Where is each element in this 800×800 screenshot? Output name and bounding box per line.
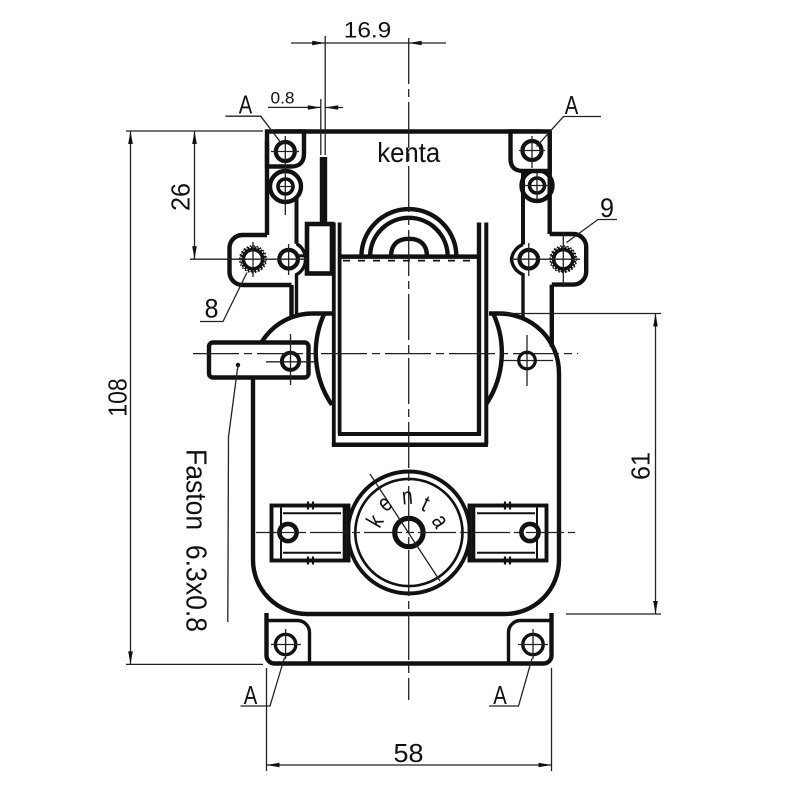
svg-text:9: 9 xyxy=(600,193,614,223)
svg-text:A: A xyxy=(493,680,507,710)
svg-text:16.9: 16.9 xyxy=(344,18,392,43)
svg-text:58: 58 xyxy=(394,738,424,768)
svg-text:Faston 6.3x0.8: Faston 6.3x0.8 xyxy=(180,449,212,632)
svg-text:8: 8 xyxy=(205,294,219,324)
svg-text:0.8: 0.8 xyxy=(271,89,295,107)
svg-text:61: 61 xyxy=(626,452,656,480)
svg-text:n: n xyxy=(401,482,414,510)
svg-text:26: 26 xyxy=(166,183,196,211)
svg-text:kenta: kenta xyxy=(377,137,440,168)
svg-text:A: A xyxy=(244,680,258,710)
svg-text:108: 108 xyxy=(103,378,133,417)
svg-text:A: A xyxy=(239,90,253,120)
svg-text:A: A xyxy=(565,90,579,120)
